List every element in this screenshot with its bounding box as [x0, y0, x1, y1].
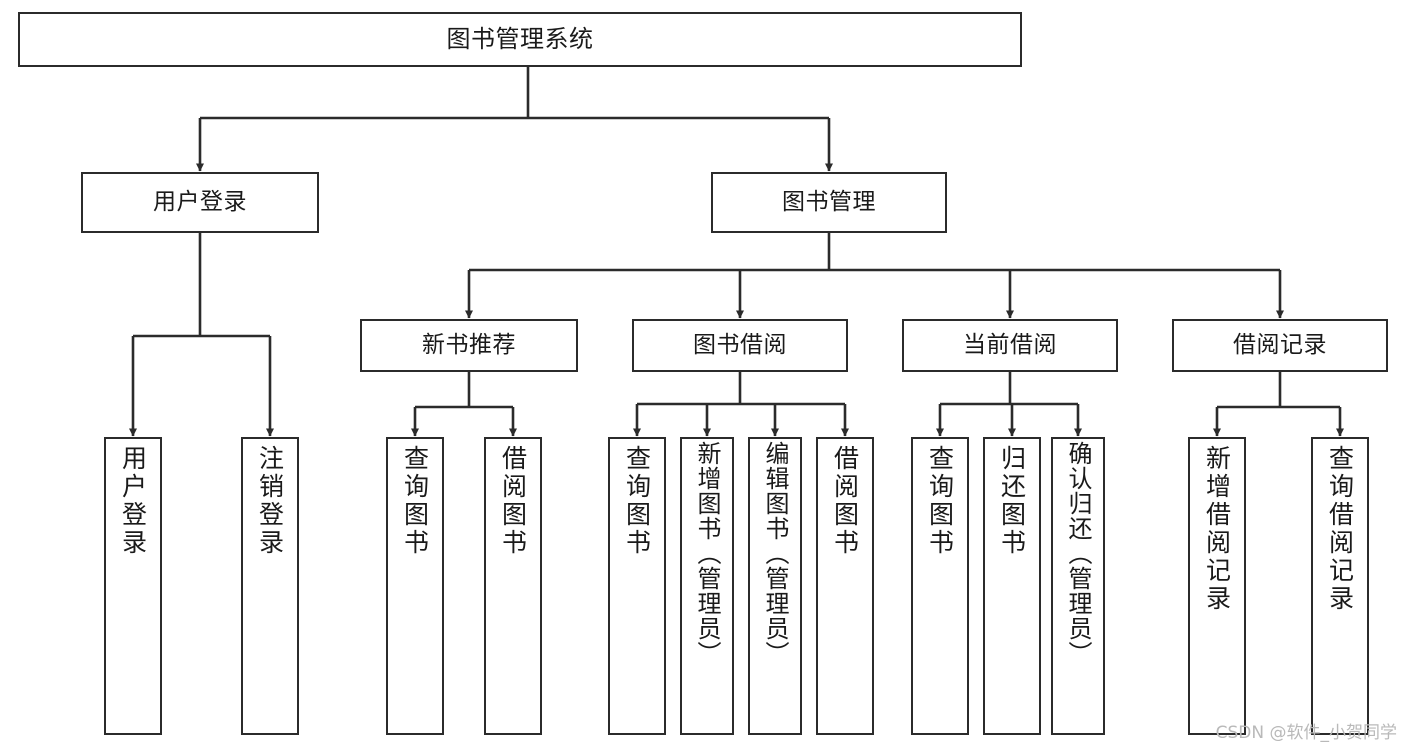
node-records[interactable]: 借阅记录 — [1172, 319, 1388, 372]
node-label-l-rec-query: 查询借阅记录 — [1325, 445, 1355, 613]
node-label-bookmgmt: 图书管理 — [782, 188, 876, 215]
node-l-bk-add[interactable]: 新增图书（管理员） — [680, 437, 734, 735]
node-label-l-userlogin: 用户登录 — [118, 445, 148, 557]
node-label-l-logout: 注销登录 — [255, 445, 285, 557]
node-l-nb-borrow[interactable]: 借阅图书 — [484, 437, 542, 735]
node-l-userlogin[interactable]: 用户登录 — [104, 437, 162, 735]
node-l-cur-conf[interactable]: 确认归还（管理员） — [1051, 437, 1105, 735]
node-label-l-cur-query: 查询图书 — [925, 445, 955, 557]
node-label-newbook: 新书推荐 — [422, 331, 516, 358]
node-login[interactable]: 用户登录 — [81, 172, 319, 233]
node-label-l-rec-add: 新增借阅记录 — [1202, 445, 1232, 613]
node-label-l-cur-ret: 归还图书 — [997, 445, 1027, 557]
node-borrow[interactable]: 图书借阅 — [632, 319, 848, 372]
node-label-root: 图书管理系统 — [446, 25, 594, 54]
node-label-l-cur-conf: 确认归还（管理员） — [1064, 441, 1092, 666]
node-label-l-bk-add: 新增图书（管理员） — [693, 441, 721, 666]
node-label-current: 当前借阅 — [963, 331, 1057, 358]
node-l-rec-add[interactable]: 新增借阅记录 — [1188, 437, 1246, 735]
node-l-cur-query[interactable]: 查询图书 — [911, 437, 969, 735]
node-l-bk-query[interactable]: 查询图书 — [608, 437, 666, 735]
node-label-l-nb-query: 查询图书 — [400, 445, 430, 557]
node-l-cur-ret[interactable]: 归还图书 — [983, 437, 1041, 735]
node-current[interactable]: 当前借阅 — [902, 319, 1118, 372]
node-label-l-bk-query: 查询图书 — [622, 445, 652, 557]
node-bookmgmt[interactable]: 图书管理 — [711, 172, 947, 233]
node-label-l-bk-edit: 编辑图书（管理员） — [761, 441, 789, 666]
node-l-nb-query[interactable]: 查询图书 — [386, 437, 444, 735]
node-l-logout[interactable]: 注销登录 — [241, 437, 299, 735]
node-l-bk-edit[interactable]: 编辑图书（管理员） — [748, 437, 802, 735]
node-l-bk-lend[interactable]: 借阅图书 — [816, 437, 874, 735]
node-label-l-bk-lend: 借阅图书 — [830, 445, 860, 557]
node-label-records: 借阅记录 — [1233, 331, 1327, 358]
node-label-l-nb-borrow: 借阅图书 — [498, 445, 528, 557]
node-label-borrow: 图书借阅 — [693, 331, 787, 358]
node-newbook[interactable]: 新书推荐 — [360, 319, 578, 372]
node-label-login: 用户登录 — [153, 188, 247, 215]
watermark-label: CSDN @软件_小贺同学 — [1215, 723, 1397, 743]
node-l-rec-query[interactable]: 查询借阅记录 — [1311, 437, 1369, 735]
node-root[interactable]: 图书管理系统 — [18, 12, 1022, 67]
